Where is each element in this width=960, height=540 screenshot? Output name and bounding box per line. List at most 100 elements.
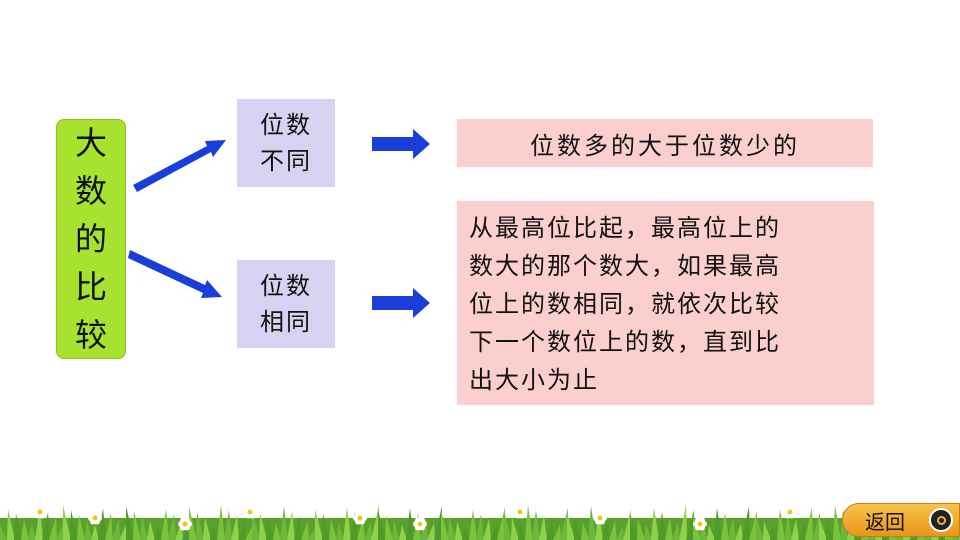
daisy-icon xyxy=(33,505,47,519)
grass-blade xyxy=(609,521,617,540)
grass-blade xyxy=(490,524,498,540)
grass-blade xyxy=(371,505,379,540)
grass-blade xyxy=(469,509,477,540)
grass-blade xyxy=(77,515,85,540)
grass-blade xyxy=(189,507,197,540)
grass-blade xyxy=(728,518,736,540)
grass-blade xyxy=(133,511,141,540)
grass-blade xyxy=(392,520,400,540)
category-line: 不同 xyxy=(260,147,312,175)
back-button[interactable]: 返回 xyxy=(842,503,960,537)
root-char: 的 xyxy=(74,220,107,258)
arrow-category-1-to-result-1 xyxy=(372,129,430,159)
arrow-category-2-to-result-2 xyxy=(372,288,430,318)
category-different-digits: 位数 不同 xyxy=(237,99,335,187)
grass-blade xyxy=(777,509,785,540)
grass-blade xyxy=(833,505,841,540)
grass-blade xyxy=(364,522,372,540)
grass-blade xyxy=(553,525,561,540)
grass-blade xyxy=(623,509,631,540)
grass-blade xyxy=(147,521,155,540)
grass-blade xyxy=(714,508,722,540)
grass-blade xyxy=(651,507,659,540)
grass-blade xyxy=(119,523,127,540)
grass-blade xyxy=(749,511,757,540)
root-char: 较 xyxy=(74,316,107,354)
back-icon xyxy=(929,508,953,532)
grass-blade xyxy=(427,523,435,540)
grass-blade xyxy=(196,512,204,540)
grass-blade xyxy=(595,511,603,540)
arrow-root-to-category-2 xyxy=(128,250,222,298)
result-line: 位数多的大于位数少的 xyxy=(530,131,800,160)
grass-blade xyxy=(63,505,71,540)
grass-blade xyxy=(546,520,554,540)
grass-blade xyxy=(756,516,764,540)
grass-blade xyxy=(273,523,281,540)
grass-blade xyxy=(98,508,106,540)
grass-blade xyxy=(210,522,218,540)
grass-blade xyxy=(805,507,813,540)
grass-blade xyxy=(203,517,211,540)
grass-blade xyxy=(0,526,8,540)
grass-blade xyxy=(91,525,99,540)
grass-blade xyxy=(819,517,827,540)
daisy-icon xyxy=(783,505,797,519)
grass-blade xyxy=(105,513,113,540)
result-same-digits: 从最高位比起，最高位上的 数大的那个数大，如果最高 位上的数相同，就依次比较 下… xyxy=(457,201,874,405)
daisy-icon xyxy=(413,517,427,531)
grass-blade xyxy=(686,510,694,540)
grass-blade xyxy=(84,520,92,540)
category-same-digits: 位数 相同 xyxy=(237,260,335,348)
grass-blade xyxy=(560,508,568,540)
grass-blade xyxy=(238,520,246,540)
grass-blade xyxy=(791,519,799,540)
grass-blade xyxy=(532,510,540,540)
daisy-icon xyxy=(593,511,607,525)
grass-blade xyxy=(28,524,36,540)
grass-blade xyxy=(266,518,274,540)
grass-blade xyxy=(231,515,239,540)
grass-blade xyxy=(70,510,78,540)
grass-blade xyxy=(721,513,729,540)
grass-blade xyxy=(217,505,225,540)
grass-blade xyxy=(343,507,351,540)
result-different-digits: 位数多的大于位数少的 xyxy=(457,119,873,167)
back-label: 返回 xyxy=(865,509,905,534)
grass-blade xyxy=(602,516,610,540)
grass-blade xyxy=(49,517,57,540)
grass-blade xyxy=(259,513,267,540)
arrow-root-to-category-1 xyxy=(133,140,226,192)
grass-blade xyxy=(455,521,463,540)
grass-blade xyxy=(784,514,792,540)
grass-blade xyxy=(14,514,22,540)
grass-blade xyxy=(483,519,491,540)
grass-blade xyxy=(112,518,120,540)
grass-blade xyxy=(224,510,232,540)
grass-blade xyxy=(630,514,638,540)
grass-blade xyxy=(616,526,624,540)
result-line: 数大的那个数大，如果最高 xyxy=(469,252,781,280)
grass-blade xyxy=(434,506,442,540)
grass-blade xyxy=(154,526,162,540)
grass-blade xyxy=(245,525,253,540)
grass-blade xyxy=(679,505,687,540)
grass-blade xyxy=(518,522,526,540)
grass-blade xyxy=(448,516,456,540)
grass-blade xyxy=(441,511,449,540)
grass-blade xyxy=(287,511,295,540)
grass-blade xyxy=(525,505,533,540)
grass-blade xyxy=(462,526,470,540)
grass-blade xyxy=(329,519,337,540)
grass-blade xyxy=(350,512,358,540)
grass-blade xyxy=(735,523,743,540)
grass-blade xyxy=(140,516,148,540)
grass-blade xyxy=(35,507,43,540)
result-line: 位上的数相同，就依次比较 xyxy=(469,290,781,318)
grass-blade xyxy=(574,518,582,540)
grass-blade xyxy=(826,522,834,540)
grass-blade xyxy=(497,507,505,540)
grass-blade xyxy=(168,514,176,540)
category-line: 位数 xyxy=(260,272,312,300)
